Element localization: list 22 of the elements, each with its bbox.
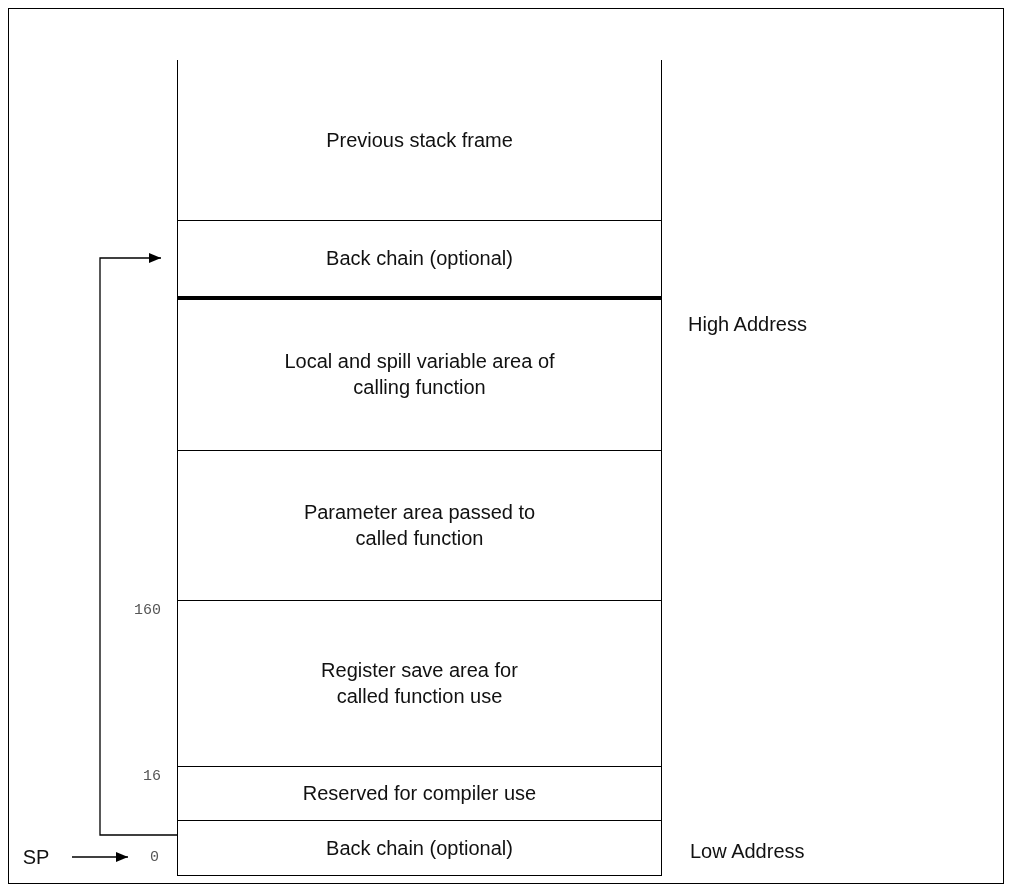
region-label: Parameter area passed to called function — [302, 500, 537, 551]
region-label: Reserved for compiler use — [302, 781, 537, 806]
arrow — [71, 852, 129, 862]
address-label: High Address — [688, 313, 807, 336]
stack-frame-region — [177, 220, 662, 300]
address-label: Low Address — [690, 840, 805, 863]
pointer-name: SP — [22, 845, 50, 870]
stack-frame-region — [177, 766, 662, 821]
region-label: Back chain (optional) — [326, 835, 513, 861]
offset-label: 0 — [150, 849, 159, 866]
stack-frame-region — [177, 450, 662, 601]
arrow — [99, 253, 178, 836]
stack-frame-region — [177, 60, 662, 221]
stack-frame-region — [177, 820, 662, 876]
offset-label: 16 — [143, 768, 161, 785]
region-label: Back chain (optional) — [326, 246, 513, 271]
region-label: Local and spill variable area of calling function — [283, 349, 556, 400]
offset-label: 160 — [134, 602, 161, 619]
region-label: Register save area for called function use — [320, 658, 519, 709]
stack-frame-region — [177, 600, 662, 767]
stack-frame-region — [177, 298, 662, 451]
region-label: Previous stack frame — [326, 128, 513, 153]
